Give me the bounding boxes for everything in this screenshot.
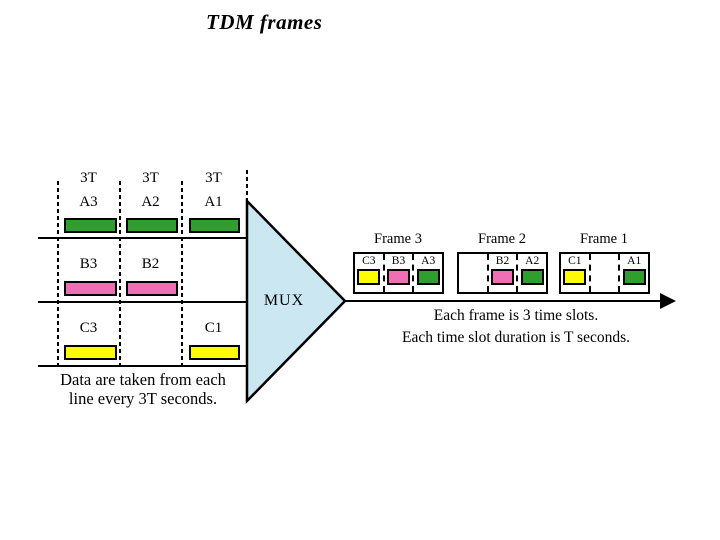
slot-label-c3: C3	[79, 320, 98, 336]
data-bar-c1	[189, 345, 240, 360]
frame-slot-square	[357, 269, 381, 285]
slot-label-a3: A3	[79, 194, 98, 210]
output-line	[344, 300, 666, 302]
frame2-box: B2 A2	[457, 252, 548, 294]
frame2-title: Frame 2	[478, 231, 526, 247]
frame3-box: C3 B3 A3	[353, 252, 444, 294]
frame2-slot-a2: A2	[518, 254, 546, 292]
data-bar-b3	[64, 281, 117, 296]
slot-label-b2: B2	[141, 256, 160, 272]
left-caption-line1: Data are taken from each	[60, 370, 226, 389]
frame-slot-label: B2	[495, 255, 510, 267]
duration-label: 3T	[205, 170, 222, 186]
slot-boundary-dashed-line	[57, 181, 59, 367]
slot-boundary-dashed-line	[181, 181, 183, 367]
mux-triangle	[245, 197, 347, 405]
slot-boundary-dashed-line	[119, 181, 121, 367]
right-caption-line2: Each time slot duration is T seconds.	[401, 329, 631, 346]
input-line-c	[38, 365, 249, 367]
page-title: TDM frames	[206, 10, 323, 34]
data-bar-a2	[126, 218, 178, 233]
frame3-slot-a3: A3	[414, 254, 442, 292]
input-line-a	[38, 237, 249, 239]
data-bar-a3	[64, 218, 117, 233]
data-bar-c3	[64, 345, 117, 360]
duration-label: 3T	[142, 170, 159, 186]
frame2-slot-b2: B2	[486, 254, 519, 292]
input-line-b	[38, 301, 249, 303]
slot-label-c1: C1	[204, 320, 223, 336]
frame-slot-label: A3	[421, 255, 436, 267]
frame1-slot-empty	[588, 254, 621, 292]
frame-slot-square	[416, 269, 440, 285]
frame1-slot-a1: A1	[620, 254, 648, 292]
mux-label: MUX	[263, 292, 305, 309]
frame-slot-label: C1	[568, 255, 582, 267]
frame-slot-square	[520, 269, 544, 285]
frame2-slot-empty	[459, 254, 487, 292]
slot-label-b3: B3	[79, 256, 98, 272]
frame-slot-square	[491, 269, 514, 285]
slot-label-a1: A1	[204, 194, 223, 210]
frame3-slot-c3: C3	[355, 254, 383, 292]
data-bar-b2	[126, 281, 178, 296]
right-caption: Each frame is 3 time slots. Each time sl…	[366, 305, 666, 349]
frame-slot-label: C3	[362, 255, 376, 267]
arrowhead-icon	[660, 293, 676, 309]
frame1-box: C1 A1	[559, 252, 650, 294]
data-bar-a1	[189, 218, 240, 233]
frame-slot-label: B3	[391, 255, 406, 267]
frame-slot-square	[563, 269, 587, 285]
frame3-slot-b3: B3	[382, 254, 415, 292]
slot-label-a2: A2	[141, 194, 160, 210]
duration-label: 3T	[80, 170, 97, 186]
frame-slot-square	[622, 269, 646, 285]
frame-slot-label: A1	[627, 255, 642, 267]
frame1-title: Frame 1	[580, 231, 628, 247]
left-caption: Data are taken from each line every 3T s…	[36, 370, 250, 408]
frame3-title: Frame 3	[374, 231, 422, 247]
right-caption-line1: Each frame is 3 time slots.	[433, 307, 599, 324]
frame1-slot-c1: C1	[561, 254, 589, 292]
frame-slot-label: A2	[525, 255, 540, 267]
left-caption-line2: line every 3T seconds.	[68, 389, 218, 408]
frame-slot-square	[387, 269, 410, 285]
